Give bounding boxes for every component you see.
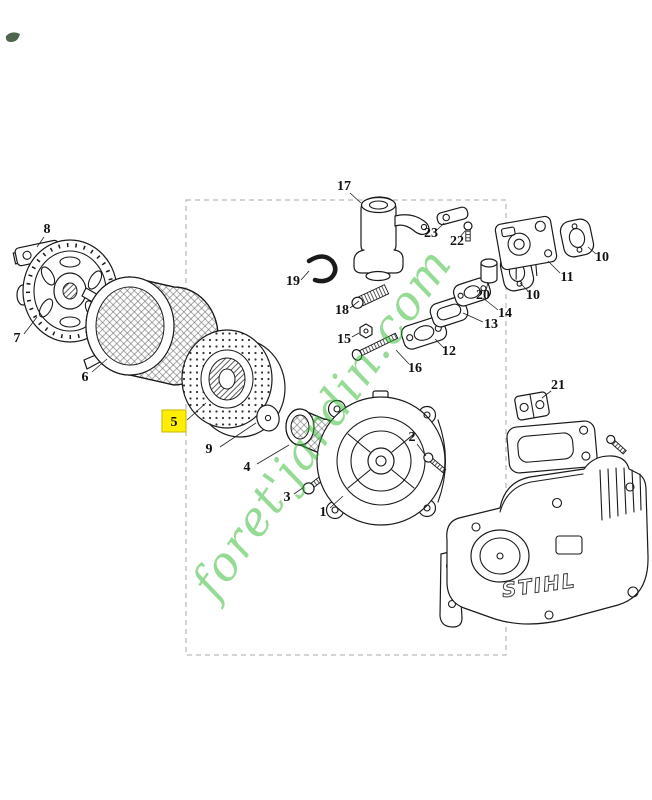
- part-23-lever: [436, 206, 469, 226]
- part-label-12[interactable]: 12: [442, 344, 456, 359]
- part-9-disc: [256, 404, 280, 432]
- leader-line: [459, 230, 466, 238]
- part-label-7[interactable]: 7: [14, 331, 21, 346]
- leader-line: [436, 222, 445, 231]
- part-label-16[interactable]: 16: [408, 361, 422, 376]
- leader-line: [256, 444, 290, 465]
- part-19-clip: [306, 254, 338, 284]
- part-14-gasket: [452, 277, 492, 307]
- part-label-13[interactable]: 13: [484, 317, 498, 332]
- part-16-screw: [351, 332, 399, 361]
- part-2-screw: [423, 452, 447, 474]
- part-label-9[interactable]: 9: [206, 442, 213, 457]
- part-label-14[interactable]: 14: [498, 306, 512, 321]
- leader-line: [186, 402, 207, 421]
- part-18-spring-bolt: [351, 284, 390, 309]
- leader-line: [541, 390, 552, 399]
- leader-line: [587, 246, 597, 255]
- part-labels: 8 7 6 5 9 4 3 1 2 17 19 18 15 16 12 13 1…: [14, 179, 610, 520]
- part-10-gasket-outer: [559, 218, 595, 258]
- part-label-5[interactable]: 5: [171, 415, 178, 430]
- part-label-4[interactable]: 4: [244, 460, 251, 475]
- part-label-15[interactable]: 15: [337, 332, 351, 347]
- leader-lines: [23, 192, 597, 509]
- part-label-23[interactable]: 23: [424, 226, 438, 241]
- part-label-6[interactable]: 6: [82, 370, 89, 385]
- corner-mark: [5, 32, 20, 42]
- leader-line: [329, 495, 344, 509]
- part-15-nut: [359, 323, 373, 339]
- leader-line: [485, 281, 489, 292]
- leader-line: [349, 300, 360, 309]
- highlight-box: [161, 409, 187, 433]
- leader-line: [395, 349, 410, 365]
- leader-line: [416, 443, 427, 457]
- leader-line: [351, 332, 360, 338]
- leader-line: [219, 422, 257, 448]
- leader-line: [434, 338, 445, 349]
- part-label-18[interactable]: 18: [335, 303, 349, 318]
- part-label-17[interactable]: 17: [337, 179, 351, 194]
- part-label-10-outer[interactable]: 10: [595, 250, 609, 265]
- part-label-1[interactable]: 1: [320, 505, 327, 520]
- part-label-2[interactable]: 2: [409, 430, 416, 445]
- highlighted-part-label-5[interactable]: 5: [161, 409, 187, 433]
- leader-line: [91, 358, 108, 373]
- leader-line: [482, 297, 499, 311]
- part-label-20[interactable]: 20: [476, 288, 490, 303]
- bracket-screw: [606, 434, 627, 455]
- part-label-22[interactable]: 22: [450, 234, 464, 249]
- part-label-21[interactable]: 21: [551, 378, 565, 393]
- part-11-carburetor: [494, 215, 558, 280]
- part-20-sleeve: [480, 258, 498, 284]
- part-label-3[interactable]: 3: [284, 490, 291, 505]
- leader-line: [36, 236, 45, 248]
- leader-line: [519, 282, 529, 292]
- part-6-filter-cage: [81, 276, 219, 386]
- leader-line: [547, 260, 561, 274]
- crankcase-body: STIHL: [439, 455, 649, 628]
- part-17-manifold: [353, 196, 430, 282]
- part-21-switch: [514, 391, 550, 421]
- leader-line: [293, 486, 305, 495]
- leader-line: [23, 316, 38, 335]
- leader-line: [462, 312, 484, 323]
- leader-line: [300, 270, 310, 281]
- part-label-10-inner[interactable]: 10: [526, 288, 540, 303]
- part-22-screw: [463, 221, 473, 242]
- part-label-8[interactable]: 8: [44, 222, 51, 237]
- crankcase-bracket: [506, 420, 598, 474]
- part-label-19[interactable]: 19: [286, 274, 300, 289]
- leader-line: [349, 192, 362, 204]
- part-label-11[interactable]: 11: [560, 270, 573, 285]
